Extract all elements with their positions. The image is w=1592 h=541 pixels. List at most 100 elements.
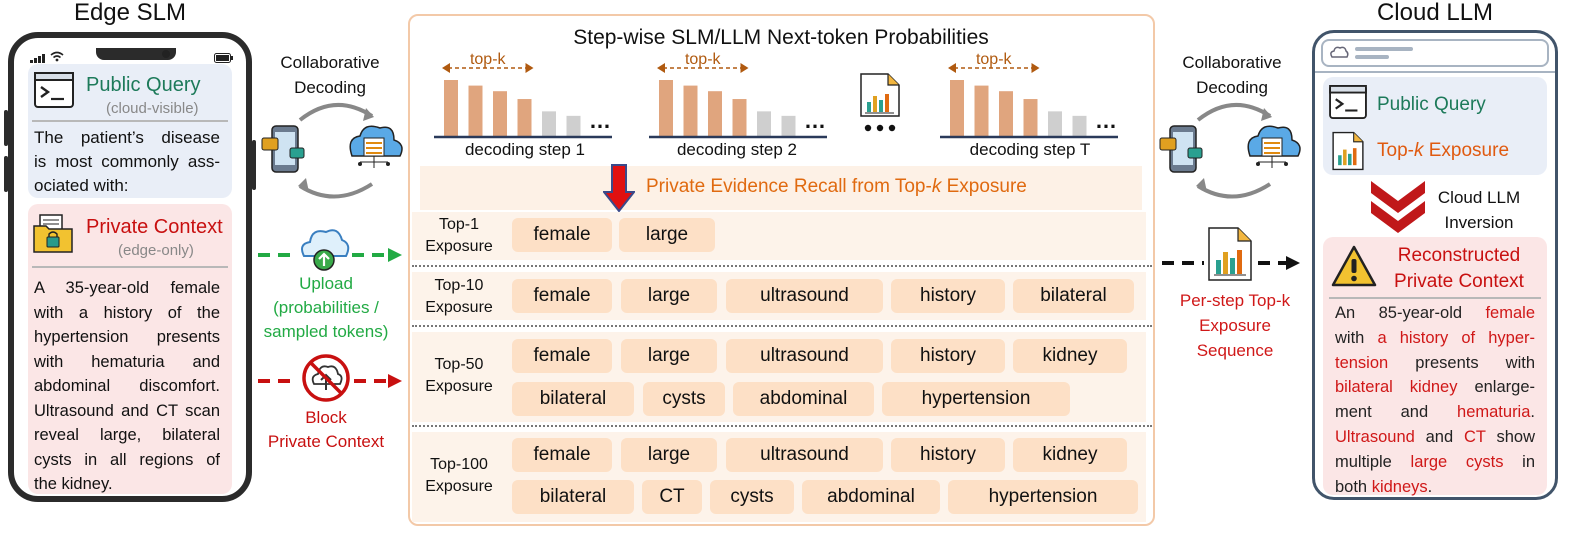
browser-line [1355,55,1389,59]
token-chip: large [621,279,717,313]
collab-decoding-label-left: Collaborative Decoding [268,50,392,100]
query-line: The patient’s disease [34,128,220,147]
recon-phrase: show [1485,427,1536,446]
token-chip: abdominal [802,480,940,514]
row-label-line: Exposure [425,478,493,495]
recon-line: ment and hematuria. [1335,400,1535,425]
topk-label: top-k [470,51,507,68]
token-chip: ultrasound [726,438,883,472]
row-label-line: Top-1 [438,216,480,233]
block-icon [300,352,352,409]
recon-divider [1329,297,1541,299]
token-chip: history [891,339,1005,373]
block-arrow [256,372,404,395]
recon-phrase: with [1335,328,1378,347]
row-divider [412,325,1152,327]
phone-side-button [4,156,8,192]
locked-folder-icon [32,214,74,259]
private-line: with a history of the [34,303,220,322]
private-line: with hematuria and [34,352,220,371]
prob-bar [542,111,556,136]
token-chip: bilateral [1013,279,1134,313]
prob-bar [1072,115,1087,136]
prob-bar [757,111,771,136]
recovered-phrase: a history of hyper- [1377,328,1535,347]
recon-line: both kidneys. [1335,475,1535,500]
token-chip: ultrasound [726,339,883,373]
public-query-box: Public Query (cloud-visible) The patient… [28,64,232,198]
topk-arrowhead [525,63,534,73]
row-label-line: Exposure [425,299,493,316]
topk-suffix: Exposure [1423,140,1510,161]
cloud-public-query: Public Query [1377,94,1486,115]
token-chip: female [512,279,612,313]
prob-bar [517,99,532,136]
sequence-arrow [1160,254,1302,277]
collab-line: Decoding [294,78,366,97]
sequence-line: Exposure [1199,316,1271,335]
private-line: Ultrasound and CT scan [34,401,220,420]
block-label: Block Private Context [256,406,396,454]
private-context-box: Private Context (edge-only) A 35-year-ol… [28,204,232,494]
upload-line: (probabilities / [273,298,379,317]
inversion-chevron-icon [1369,179,1427,240]
cloud-device: Public Query Top-k Exposure Cloud LLM In… [1312,30,1558,500]
recon-phrase: multiple [1335,452,1411,471]
cloud-small-icon [1329,45,1349,64]
token-chip: history [891,279,1005,313]
token-chip: female [512,339,612,373]
step-label-T: decoding step T [969,140,1091,159]
sequence-label: Per-step Top-k Exposure Sequence [1162,288,1308,363]
recon-line: An 85-year-old female [1335,301,1535,326]
recall-down-arrow [601,164,637,217]
recovered-phrase: tension [1335,353,1389,372]
recon-phrase: in [1503,452,1535,471]
prob-bar [659,80,673,136]
private-line: A 35-year-old female [34,279,220,297]
private-context-subtitle: (edge-only) [118,242,194,259]
browser-bar [1321,39,1549,67]
query-line: ociated with: [34,176,129,195]
browser-divider [1315,71,1555,73]
recovered-phrase: bilateral kidney [1335,378,1458,397]
recall-band [420,166,1142,210]
private-context-title: Private Context [86,216,223,238]
public-query-text: The patient’s disease is most commonly a… [34,126,220,198]
upload-line: Upload [299,274,353,293]
prob-bar [444,80,458,136]
row-label-line: Top-50 [434,356,484,373]
step-label-2: decoding step 2 [676,140,798,159]
row-label-line: Exposure [425,238,493,255]
prob-bar [1048,111,1062,136]
topk-arrowhead [1031,63,1040,73]
recon-line: multiple large cysts in [1335,450,1535,475]
private-line: hypertension presents [34,328,220,346]
prob-bar [950,80,964,136]
token-chip: cysts [710,480,794,514]
recon-line: bilateral kidney enlarge- [1335,375,1535,400]
private-line: abdominal discomfort. [34,377,220,395]
recovered-phrase: large cysts [1410,452,1504,471]
topk-arrowhead [442,63,450,73]
token-chip: cysts [643,382,725,416]
battery-icon [214,50,234,68]
recon-line: Ultrasound and CT show [1335,425,1535,450]
inversion-label: Cloud LLM Inversion [1431,185,1527,235]
prob-bar [708,91,722,136]
topk-k: k [1413,140,1424,161]
divider [32,120,228,122]
divider [32,266,228,268]
prob-charts: …top-k…top-k…top-k [420,48,1140,169]
recon-phrase: An 85-year-old [1335,304,1486,322]
prob-bar [566,115,581,136]
recon-phrase: both [1335,477,1372,496]
row-divider [412,265,1152,267]
block-line: Block [305,408,347,427]
recall-suffix: Exposure [941,176,1027,197]
chart-report-icon [858,72,902,139]
token-chip: female [512,218,612,252]
